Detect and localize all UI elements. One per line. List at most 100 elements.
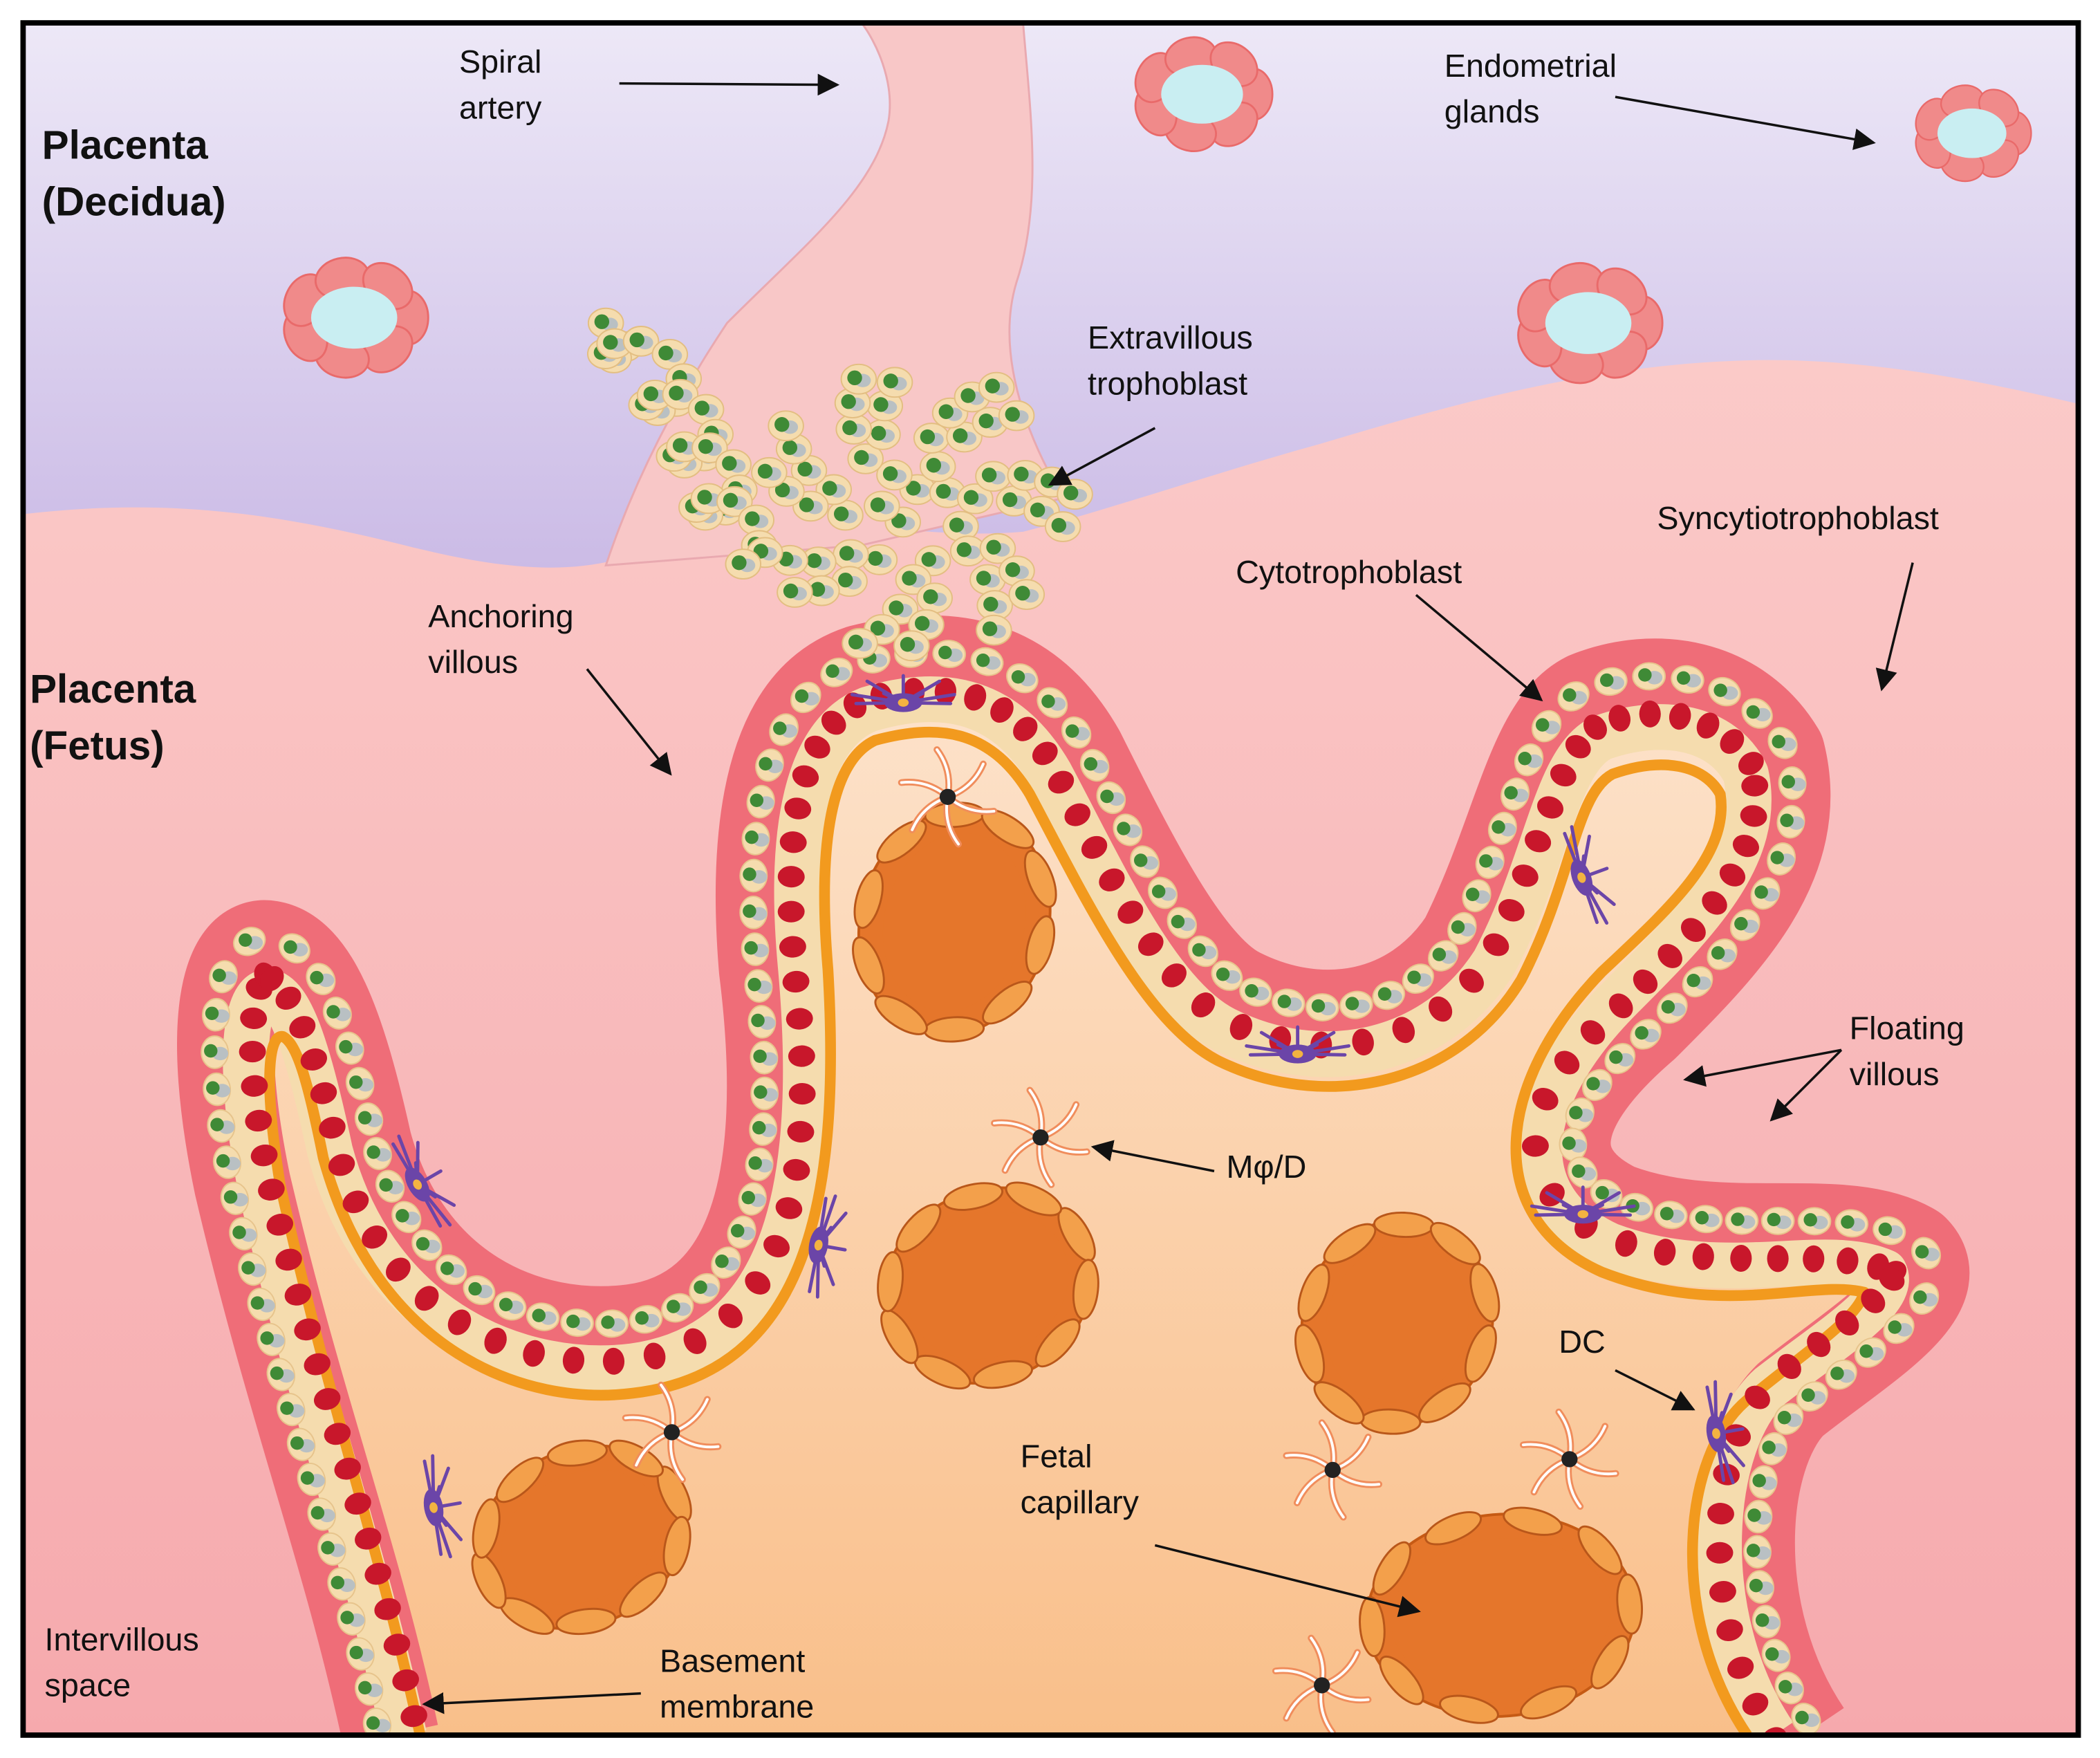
evt-cell-nucleus — [1040, 473, 1056, 488]
cytotrophoblast-nucleus — [1711, 946, 1725, 960]
syncytium-nucleus — [1803, 1245, 1825, 1273]
syncytium-nucleus — [1633, 969, 1658, 994]
syncytium-nucleus — [1483, 933, 1509, 956]
cytotrophoblast-nucleus — [1635, 1026, 1648, 1040]
syncytium-nucleus — [284, 1284, 312, 1306]
syncytium-nucleus — [1720, 729, 1745, 754]
evt-cell-nucleus — [722, 456, 737, 471]
cytotrophoblast-nucleus — [1407, 970, 1421, 984]
cytotrophoblast-nucleus — [1151, 885, 1166, 898]
syncytium-nucleus — [364, 1562, 391, 1585]
gland-lumen — [1545, 292, 1632, 354]
capillary-endothelial-cell — [1577, 1525, 1623, 1575]
syncytium-nucleus — [241, 1075, 268, 1097]
evt-cell-nucleus — [985, 378, 1001, 394]
syncytium-nucleus — [1013, 716, 1038, 741]
syncytium-nucleus — [1702, 891, 1727, 915]
capillary-endothelial-cell — [1294, 1324, 1326, 1384]
syncytium-nucleus — [1352, 1028, 1374, 1056]
evt-cell-nucleus — [882, 466, 898, 481]
cytotrophoblast-nucleus — [1451, 920, 1465, 934]
cytotrophoblast-nucleus — [468, 1282, 482, 1296]
cytotrophoblast-nucleus — [216, 1154, 230, 1168]
evt-cell-nucleus — [1063, 485, 1079, 501]
evt-cell-nucleus — [669, 385, 684, 401]
cytotrophoblast-nucleus — [743, 867, 756, 881]
cytotrophoblast-nucleus — [1762, 1441, 1776, 1454]
syncytium-nucleus — [319, 1116, 346, 1139]
endometrial-gland — [1134, 36, 1274, 152]
cytotrophoblast-nucleus — [358, 1681, 372, 1695]
syncytium-nucleus — [328, 1154, 355, 1176]
cytotrophoblast-nucleus — [1133, 853, 1148, 867]
cytotrophoblast-nucleus — [1915, 1245, 1929, 1259]
cytotrophoblast-nucleus — [1830, 1367, 1844, 1380]
evt-cell-nucleus — [672, 438, 688, 453]
cytotrophoblast-nucleus — [754, 1085, 768, 1099]
label-extravillous-trophoblast: Extravillous trophoblast — [1088, 320, 1262, 401]
evt-cell-nucleus — [842, 420, 857, 436]
cytotrophoblast-nucleus — [1518, 751, 1532, 766]
cytotrophoblast-nucleus — [349, 1075, 363, 1089]
cytotrophoblast-nucleus — [1777, 1410, 1792, 1425]
cytotrophoblast-nucleus — [300, 1471, 315, 1485]
evt-cell-nucleus — [938, 404, 954, 419]
cytotrophoblast-nucleus — [1562, 1136, 1576, 1150]
syncytium-nucleus — [779, 936, 806, 958]
cytotrophoblast-nucleus — [1841, 1215, 1855, 1229]
region-decidua-label: Placenta (Decidua) — [42, 123, 226, 225]
syncytium-nucleus — [1706, 1542, 1734, 1564]
capillary-endothelial-cell — [1025, 915, 1056, 975]
cytotrophoblast-nucleus — [340, 1611, 354, 1625]
cytotrophoblast-nucleus — [1345, 997, 1359, 1010]
macrophage-nucleus — [939, 788, 956, 805]
cytotrophoblast-nucleus — [1801, 1388, 1815, 1402]
cytotrophoblast-nucleus — [1595, 1185, 1609, 1200]
cytotrophoblast-nucleus — [1755, 1613, 1769, 1627]
cytotrophoblast-nucleus — [1765, 1647, 1779, 1661]
evt-cell-nucleus — [797, 461, 812, 477]
syncytium-nucleus — [1653, 1239, 1676, 1266]
cytotrophoblast-nucleus — [1781, 775, 1795, 789]
label-intervillous-space: Intervillous space — [45, 1621, 208, 1703]
syncytium-nucleus — [964, 684, 987, 711]
macrophage-nucleus — [1313, 1677, 1330, 1694]
macrophage-nucleus — [1561, 1451, 1578, 1468]
cytotrophoblast-nucleus — [1504, 786, 1518, 800]
syncytium-nucleus — [344, 1492, 371, 1515]
cytotrophoblast-nucleus — [290, 1436, 304, 1450]
syncytium-nucleus — [1608, 705, 1631, 732]
cytotrophoblast-nucleus — [1754, 885, 1768, 899]
capillary-endothelial-cell — [1424, 1511, 1483, 1546]
capillary-endothelial-cell — [496, 1456, 544, 1503]
arrow-floating-villous-1 — [1683, 1048, 1842, 1087]
evt-cell-nucleus — [983, 596, 998, 612]
macrophage-cells — [622, 746, 1619, 1735]
cytotrophoblast-nucleus — [1084, 757, 1098, 771]
capillary-endothelial-cell — [662, 1515, 691, 1577]
evt-cell-nucleus — [906, 481, 921, 496]
macrophage-cell — [1283, 1419, 1383, 1521]
syncytium-nucleus — [1048, 770, 1075, 794]
cytotrophoblast-nucleus — [205, 1006, 219, 1021]
cytotrophoblast-nucleus — [310, 1506, 325, 1520]
syncytium-nucleus — [1032, 741, 1058, 766]
dendritic-nucleus — [898, 698, 909, 707]
capillary-lumen — [907, 1212, 1069, 1360]
capillary-endothelial-cell — [472, 1498, 501, 1559]
cytotrophoblast-nucleus — [1245, 983, 1258, 998]
syncytium-nucleus — [1777, 1353, 1801, 1380]
evt-cell-nucleus — [594, 314, 610, 329]
cytotrophoblast-nucleus — [750, 793, 764, 807]
evt-cell-nucleus — [900, 637, 916, 652]
cytotrophoblast-nucleus — [1676, 671, 1691, 685]
syncytium-nucleus — [1081, 835, 1108, 859]
cytotrophoblast-nucleus — [1888, 1320, 1902, 1334]
endometrial-gland — [1915, 84, 2032, 183]
syncytium-nucleus — [266, 1214, 294, 1236]
syncytium-nucleus — [1709, 1581, 1736, 1603]
cytotrophoblast-nucleus — [1066, 724, 1079, 738]
evt-cell-nucleus — [822, 481, 837, 496]
capillary-endothelial-cell — [972, 1360, 1033, 1389]
cytotrophoblast-nucleus — [366, 1716, 380, 1730]
